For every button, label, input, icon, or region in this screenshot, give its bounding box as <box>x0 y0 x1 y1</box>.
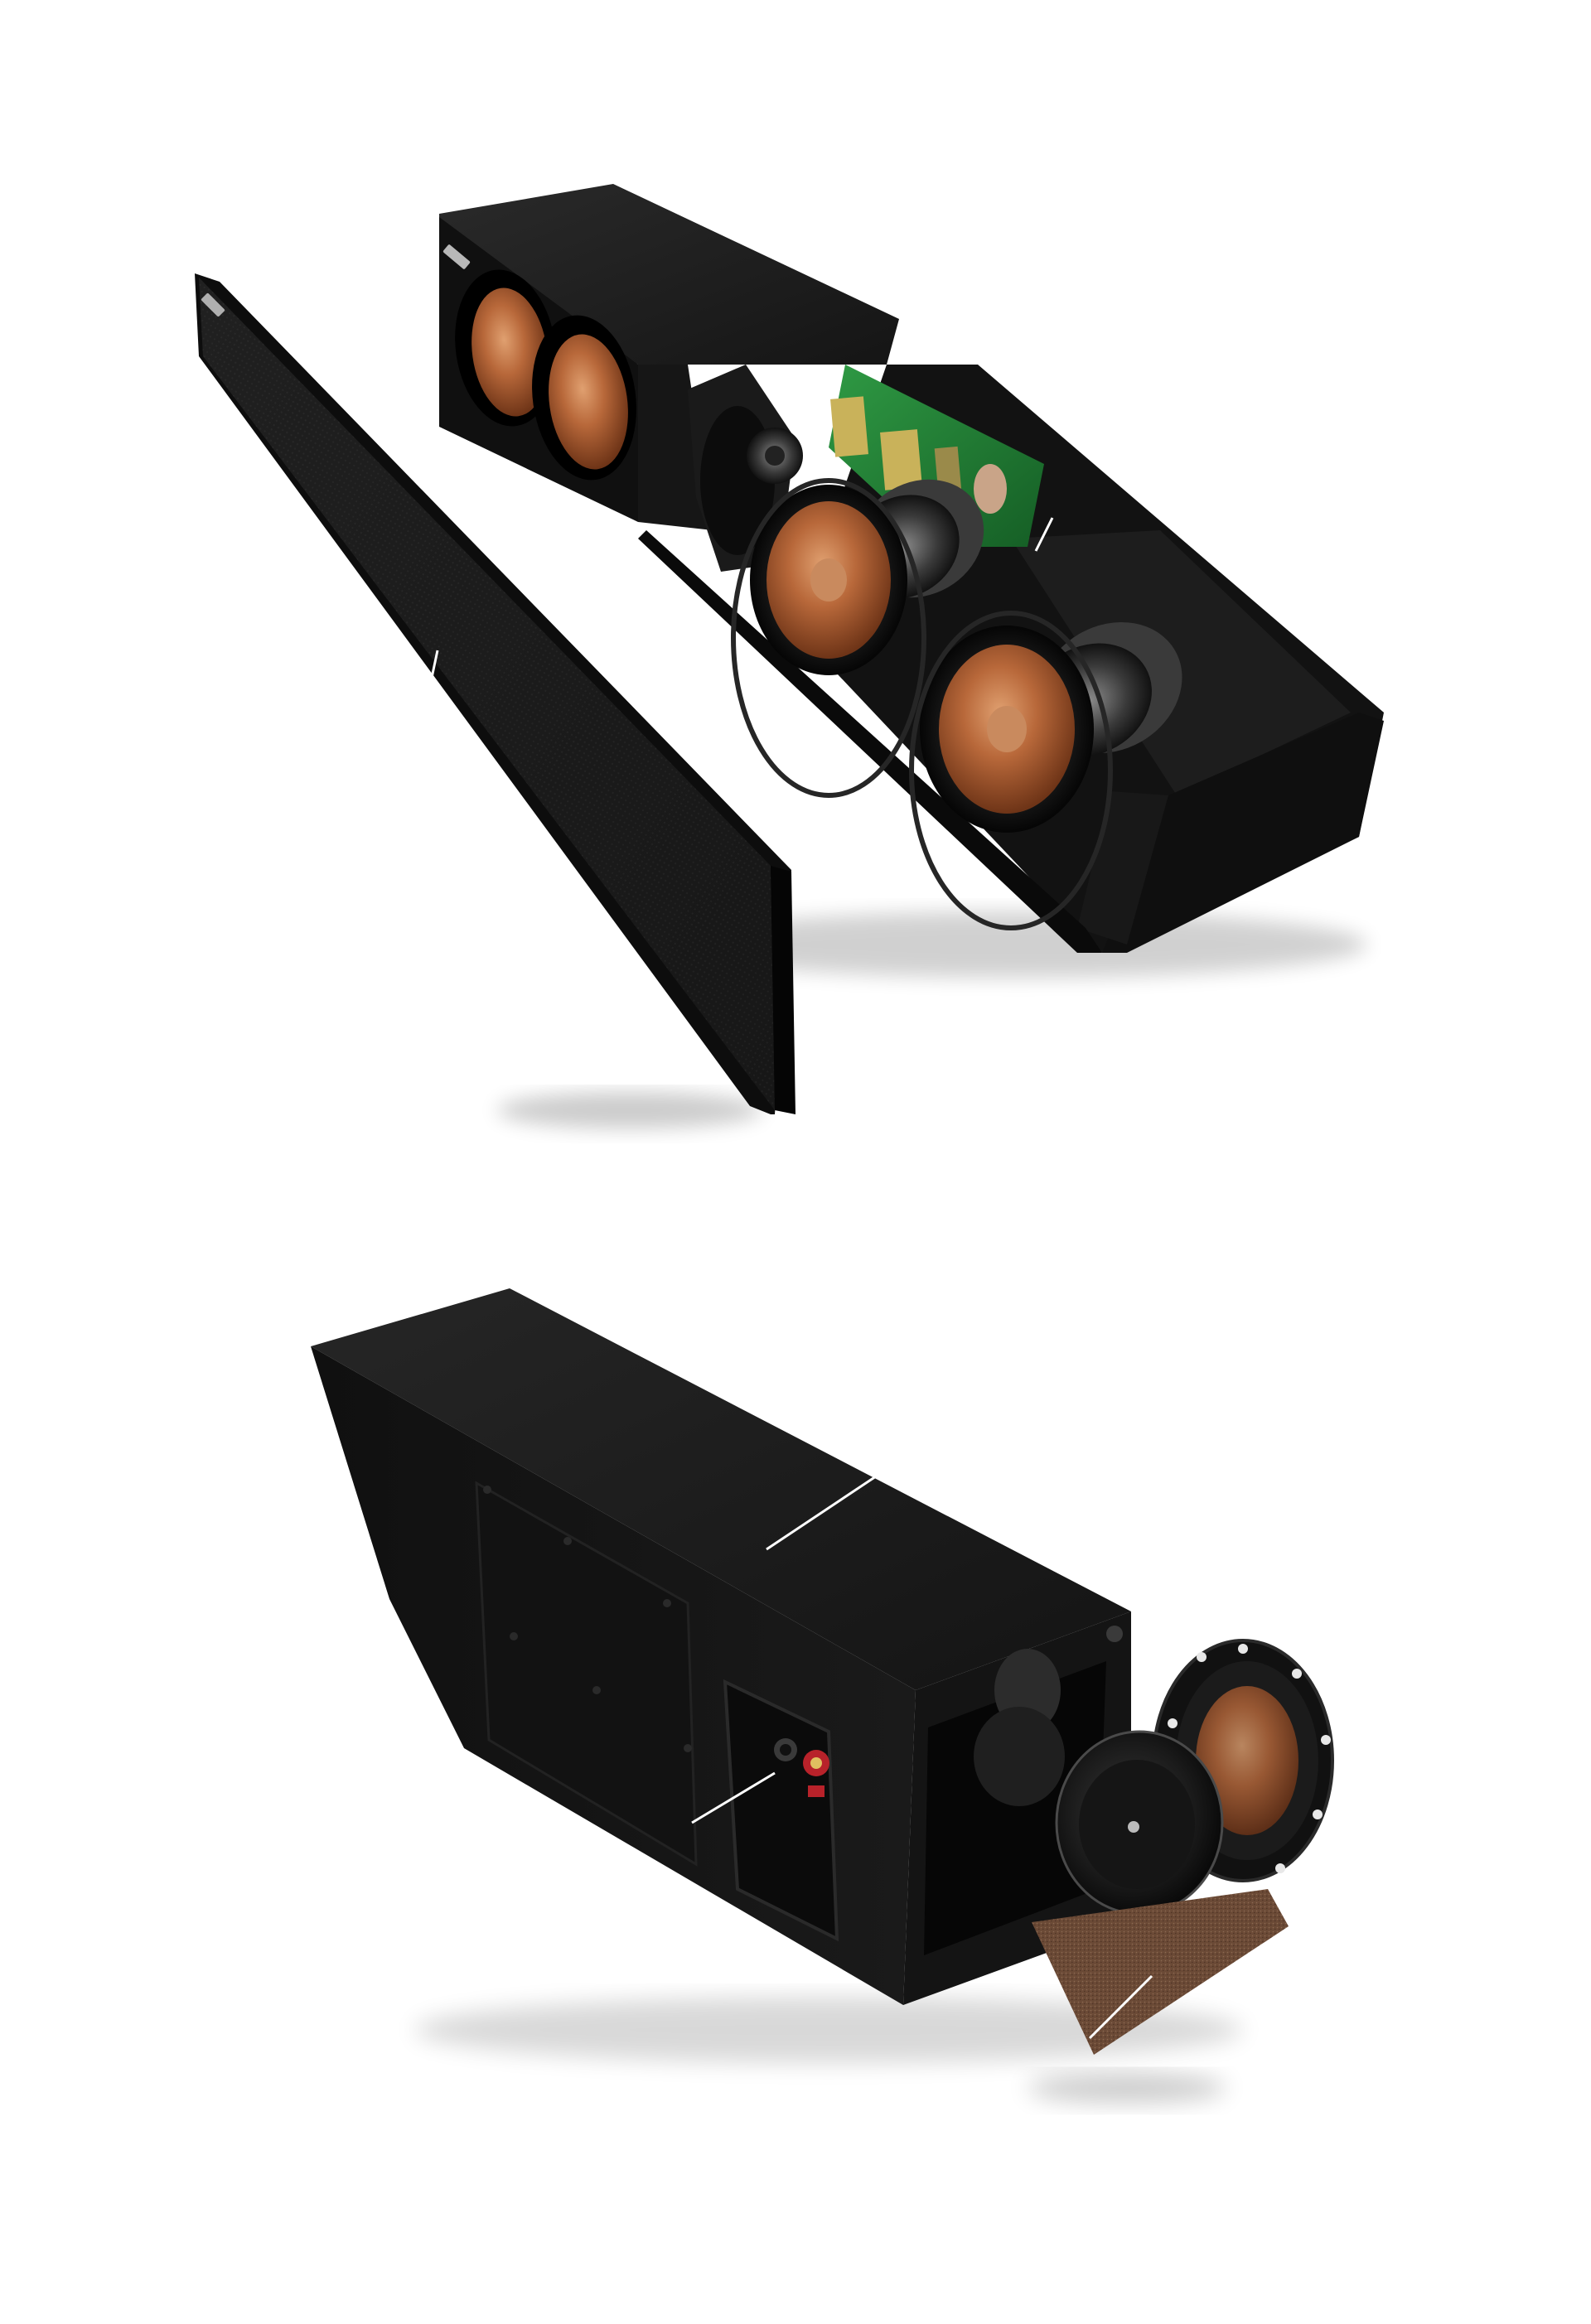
grille-callout-line <box>421 650 439 722</box>
center-channel-cabinet <box>439 184 1384 953</box>
binding-callout-line <box>691 1771 776 1824</box>
mounted-woofer-2 <box>532 315 636 481</box>
copper-woofer-4 <box>920 621 1182 833</box>
cabinet-callout-line <box>766 1473 879 1551</box>
binding-posts <box>691 1679 839 1942</box>
exploded-front-view <box>0 0 1591 1160</box>
rear-access-plate <box>475 1481 698 1867</box>
rear-exploded-illustration <box>311 1288 1334 2103</box>
damping-pad <box>1032 1889 1289 2055</box>
pcb-callout-line <box>1034 517 1054 552</box>
rear-exploded-view <box>0 1160 1591 2324</box>
cabinet-rear <box>311 1288 1131 2005</box>
cabinet-badge <box>442 244 471 269</box>
mounted-woofer-1 <box>455 269 556 427</box>
front-exploded-illustration <box>195 184 1384 1128</box>
copper-woofer-3 <box>750 479 984 675</box>
grille-badge <box>201 292 225 317</box>
speaker-grille <box>195 273 796 1114</box>
pad-callout-line <box>1088 1974 1153 2040</box>
